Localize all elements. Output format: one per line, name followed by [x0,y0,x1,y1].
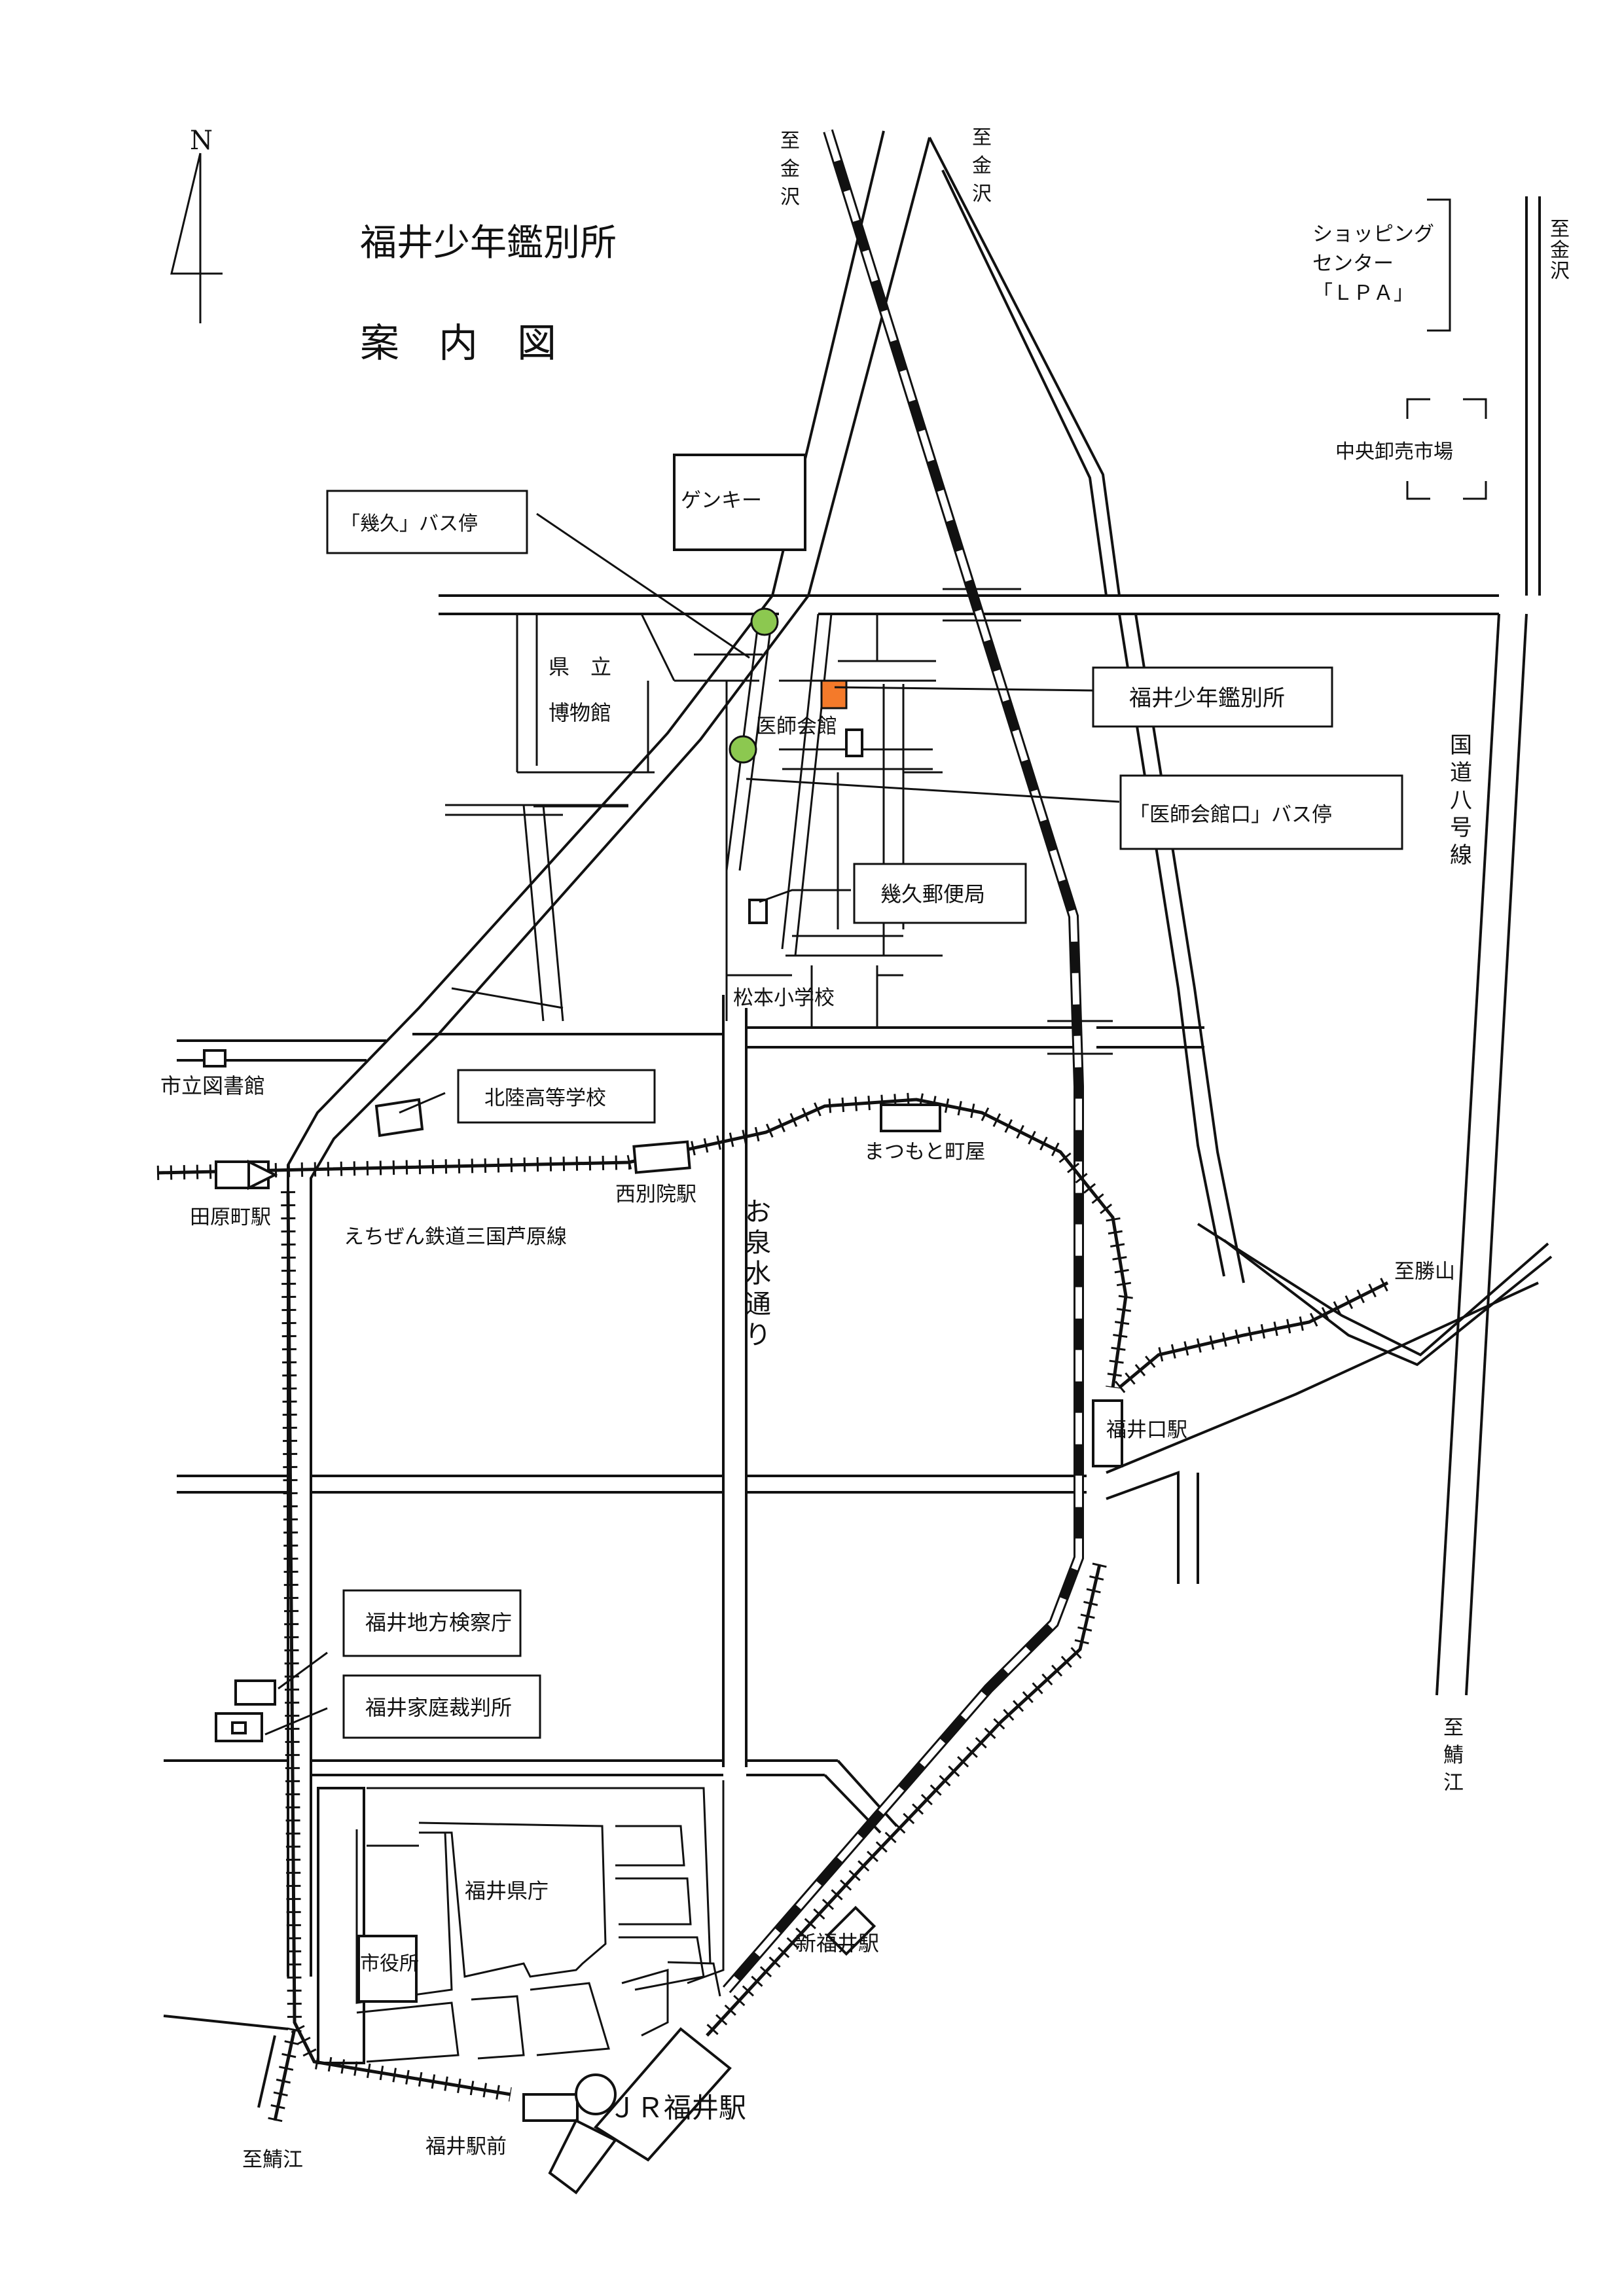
callout-box-bus-ikuhisa [326,490,528,554]
oizumi-a: お [745,1197,771,1227]
bracket-markers [1406,198,1487,500]
lpa-line-3: 「ＬＰＡ」 [1312,281,1414,305]
shin-fukui-station-icon [825,1905,876,1956]
fukuiguchi-station-icon [1092,1399,1123,1467]
fukui-ekimae-label: 福井駅前 [425,2135,507,2159]
court-building [215,1712,263,1742]
dir-kanazawa-1-b: 金 [780,158,800,181]
callout-boxes [326,490,1403,1739]
fukuiguchi-label: 福井口駅 [1106,1418,1187,1442]
labels: 至 金 沢 至 金 沢 至 金 沢 ショッピング センター 「ＬＰＡ」 中央卸売… [160,126,1570,2172]
bus-ikuhisa-label: 「幾久」バス停 [340,512,478,535]
dir-kanazawa-3-b: 金 [1550,239,1570,262]
leader-lines [264,512,1120,1736]
nishibetsuin-station-icon [632,1140,691,1174]
oizumi-e: り [745,1320,771,1350]
library-icon [203,1049,226,1067]
jr-railway [701,129,1113,2041]
map-title: 福井少年鑑別所 [360,222,617,264]
post-office-label: 幾久郵便局 [880,882,985,906]
court-label: 福井家庭裁判所 [365,1695,512,1720]
fukui-railway [268,1191,512,2123]
buildings [203,454,863,1742]
shin-fukui-label: 新福井駅 [795,1931,879,1956]
oizumi-b: 泉 [745,1228,771,1258]
jr-fukui-label: ＪＲ福井駅 [609,2092,746,2124]
fukui-ekimae-station-icon [522,2093,579,2122]
market-label: 中央卸売市場 [1335,440,1453,463]
prosecutors-building [234,1679,276,1706]
bus-ishikai-label: 「医師会館口」バス停 [1129,803,1332,827]
map-subtitle: 案 内 図 [360,321,556,367]
bus-stop-ishikai-icon [729,735,757,764]
genky-building [673,454,806,551]
nishibetsuin-label: 西別院駅 [615,1183,696,1206]
callout-box-hokuriku [457,1069,656,1124]
echizen-railway-label: えちぜん鉄道三国芦原線 [344,1225,567,1249]
callout-box-kanbetsusho [1092,666,1333,728]
oizumi-d: 通 [745,1289,771,1319]
library-label: 市立図書館 [160,1073,265,1098]
callout-box-post-office [853,863,1027,924]
route8-d: 号 [1450,815,1472,841]
museum-line-2: 博物館 [549,700,611,725]
callout-box-bus-ishikai [1119,774,1403,850]
dir-kanazawa-2-c: 沢 [972,183,992,206]
callout-box-court [342,1674,541,1739]
jr-fukui-station-icon [593,2027,732,2162]
route8-c: 八 [1450,787,1472,814]
post-office-icon [748,899,768,924]
sabae-right-c: 江 [1443,1771,1464,1795]
echizen-railway [156,1092,1391,1393]
stations [215,1103,1123,2195]
sabae-right-a: 至 [1443,1716,1464,1740]
route8-e: 線 [1450,842,1472,869]
oizumi-c: 水 [745,1259,771,1289]
matsumoto-station-icon [880,1103,941,1132]
dir-kanazawa-2-a: 至 [972,126,992,149]
dir-kanazawa-1-a: 至 [780,130,800,152]
matsumoto-machiya-label: まつもと町屋 [864,1140,985,1164]
hokuriku-school-label: 北陸高等学校 [484,1086,606,1110]
dir-kanazawa-3-a: 至 [1550,218,1570,241]
kanbetsusho-label: 福井少年鑑別所 [1129,685,1285,711]
sabae-right-b: 鯖 [1443,1744,1464,1767]
route8-a: 国 [1450,732,1472,759]
bus-stop-ikuhisa-icon [750,607,779,636]
dir-kanazawa-3-c: 沢 [1550,260,1570,283]
ishikai-label: 医師会館 [756,715,837,738]
callout-box-prosecutors [342,1589,522,1657]
sabae-left-label: 至鯖江 [242,2148,303,2172]
prefecture-blocks [317,1780,725,2064]
route8-b: 道 [1450,760,1472,786]
kanbetsusho-marker [820,679,848,709]
matsumoto-school-label: 松本小学校 [733,986,835,1010]
lpa-line-2: センター [1312,252,1394,276]
road-network [163,130,1553,2108]
prefecture-office-label: 福井県庁 [465,1878,549,1903]
prosecutors-label: 福井地方検察庁 [365,1610,512,1635]
museum-line-1: 県 立 [549,655,611,679]
dir-kanazawa-2-b: 金 [972,154,992,177]
tawaramachi-label: 田原町駅 [190,1206,271,1229]
dir-kanazawa-1-c: 沢 [780,186,800,209]
lpa-line-1: ショッピング [1312,223,1434,246]
city-hall-label: 市役所 [360,1952,419,1975]
north-label: N [190,126,213,156]
genky-label: ゲンキー [681,489,762,512]
katsuyama-label: 至勝山 [1394,1260,1455,1283]
north-arrow-icon: N [170,126,223,323]
